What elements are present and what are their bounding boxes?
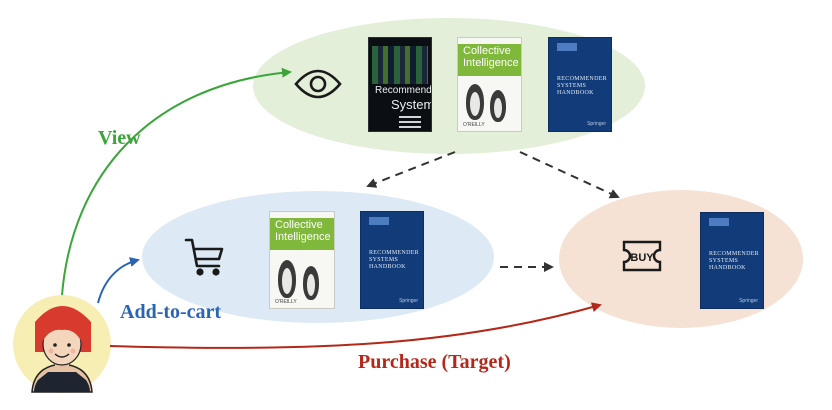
buy-icon-text: BUY [630, 252, 654, 264]
book-recommender-systems: Recommender Systems [368, 37, 432, 132]
book-collective-intelligence: Collective Intelligence O'REILLY [457, 37, 522, 132]
book-recommender-systems-handbook-buy: RECOMMENDER SYSTEMS HANDBOOK Springer [700, 212, 764, 309]
add-to-cart-label: Add-to-cart [120, 301, 222, 323]
user-avatar-icon [31, 306, 93, 393]
purchase-label: Purchase (Target) [358, 351, 511, 373]
buy-ellipse [559, 190, 803, 328]
purchase-arrow [109, 302, 602, 349]
book-recommender-systems-handbook-cart: RECOMMENDER SYSTEMS HANDBOOK Springer [360, 211, 424, 309]
book-collective-intelligence-cart: Collective Intelligence O'REILLY [269, 211, 335, 309]
view-arrow [61, 67, 292, 296]
add-to-cart-arrow [97, 257, 140, 304]
view-ellipse [253, 18, 645, 154]
shopping-cart-icon [184, 238, 224, 276]
view-label: View [98, 127, 141, 149]
eye-icon [294, 69, 342, 99]
buy-ticket-icon: BUY [622, 240, 662, 272]
view-to-buy-arrow [519, 151, 620, 199]
book-recommender-systems-handbook: RECOMMENDER SYSTEMS HANDBOOK Springer [548, 37, 612, 132]
view-to-cart-arrow [366, 151, 456, 188]
